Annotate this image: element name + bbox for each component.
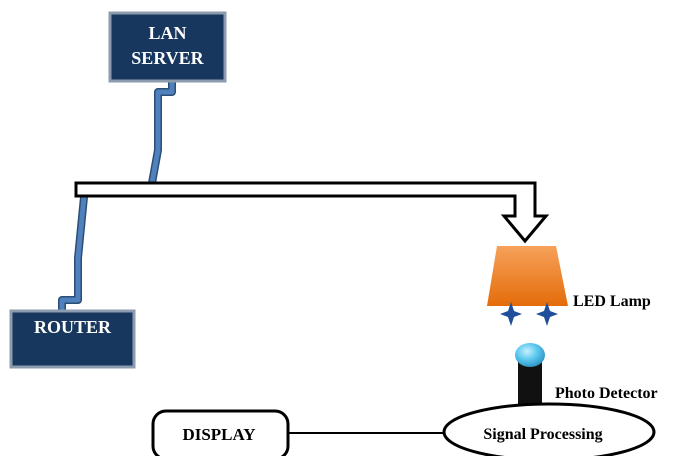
photo-detector-body	[518, 360, 542, 406]
photo-detector: Photo Detector	[515, 343, 658, 406]
light-sparkle-icon	[500, 302, 558, 326]
data-arrow	[74, 181, 550, 244]
router-label: ROUTER	[34, 317, 112, 337]
lan-server-label-line2: SERVER	[131, 48, 204, 68]
router-cable-core	[59, 196, 87, 312]
lan-server-box: LAN SERVER	[108, 11, 227, 83]
signal-processing-node: Signal Processing	[442, 402, 656, 456]
display-label: DISPLAY	[182, 425, 255, 444]
lan-server-label-line1: LAN	[148, 23, 186, 43]
photo-detector-label: Photo Detector	[555, 385, 658, 402]
router-box: ROUTER	[9, 309, 136, 369]
led-lamp: LED Lamp	[487, 246, 651, 326]
photo-detector-head	[515, 343, 545, 367]
signal-processing-label: Signal Processing	[483, 426, 602, 443]
server-cable-core	[149, 82, 175, 184]
led-lamp-label: LED Lamp	[573, 293, 651, 310]
led-lamp-body	[487, 246, 568, 306]
display-box: DISPLAY	[151, 409, 290, 456]
